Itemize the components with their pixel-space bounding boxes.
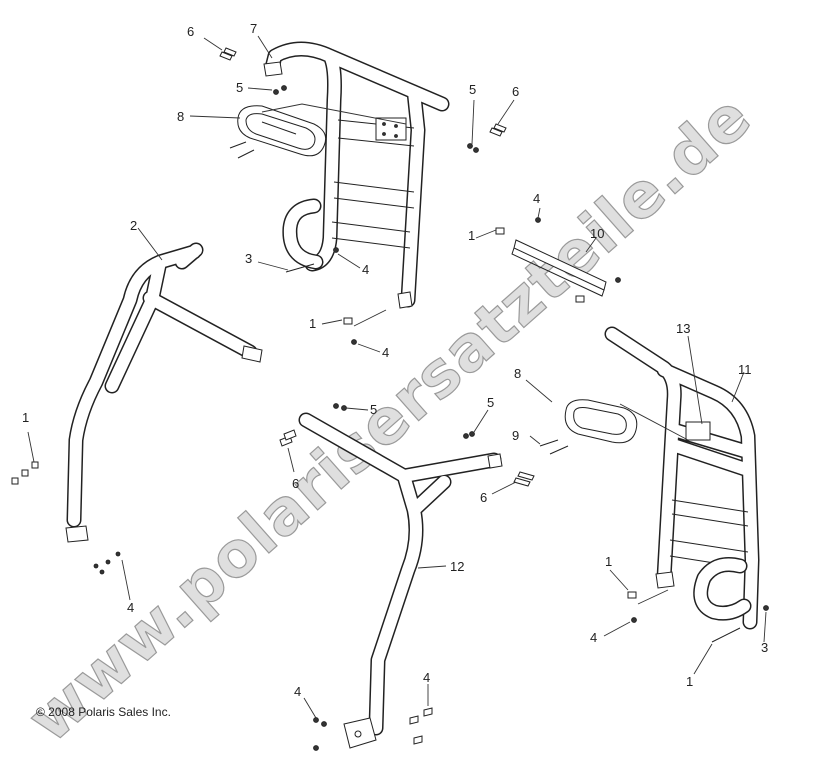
callout-4: 4 bbox=[382, 345, 389, 360]
callout-8: 8 bbox=[514, 366, 521, 381]
callout-4: 4 bbox=[362, 262, 369, 277]
part-13-bracket bbox=[685, 421, 711, 441]
callout-7: 7 bbox=[250, 21, 257, 36]
callout-6: 6 bbox=[187, 24, 194, 39]
part-2-left-side-frame bbox=[65, 242, 263, 543]
callout-1: 1 bbox=[309, 316, 316, 331]
callout-4: 4 bbox=[590, 630, 597, 645]
part-8-light-lower bbox=[564, 399, 638, 444]
callout-11: 11 bbox=[738, 362, 752, 377]
leader-lines bbox=[27, 35, 767, 719]
callouts: 6 7 5 8 5 6 2 3 4 4 1 10 1 4 13 11 8 5 5… bbox=[22, 21, 768, 699]
callout-1: 1 bbox=[22, 410, 29, 425]
part-12-center-frame bbox=[298, 412, 503, 749]
hardware bbox=[11, 47, 769, 751]
watermark-text: www.polarisersatzteile.de bbox=[14, 80, 765, 757]
callout-5: 5 bbox=[370, 402, 377, 417]
callout-4: 4 bbox=[294, 684, 301, 699]
callout-8: 8 bbox=[177, 109, 184, 124]
callout-1: 1 bbox=[605, 554, 612, 569]
callout-13: 13 bbox=[676, 321, 690, 336]
part-10-cross-plate bbox=[511, 239, 607, 297]
callout-6: 6 bbox=[480, 490, 487, 505]
callout-6: 6 bbox=[512, 84, 519, 99]
callout-1: 4 bbox=[423, 670, 430, 685]
part-8-light-upper bbox=[237, 105, 327, 157]
callout-5: 5 bbox=[487, 395, 494, 410]
part-11-right-side-frame bbox=[604, 326, 760, 630]
callout-3: 1 bbox=[686, 674, 693, 689]
callout-9: 9 bbox=[512, 428, 519, 443]
callout-3: 3 bbox=[245, 251, 252, 266]
callout-5: 5 bbox=[469, 82, 476, 97]
callout-4: 4 bbox=[127, 600, 134, 615]
callout-2: 2 bbox=[130, 218, 137, 233]
callout-5: 5 bbox=[236, 80, 243, 95]
callout-6: 6 bbox=[292, 476, 299, 491]
watermark: www.polarisersatzteile.de bbox=[13, 79, 765, 757]
callout-4: 4 bbox=[533, 191, 540, 206]
callout-1: 1 bbox=[468, 228, 475, 243]
part-7-front-upper-frame bbox=[263, 41, 450, 309]
callout-4: 3 bbox=[761, 640, 768, 655]
copyright-text: © 2008 Polaris Sales Inc. bbox=[36, 705, 171, 719]
callout-10: 10 bbox=[590, 226, 604, 241]
callout-12: 12 bbox=[450, 559, 464, 574]
